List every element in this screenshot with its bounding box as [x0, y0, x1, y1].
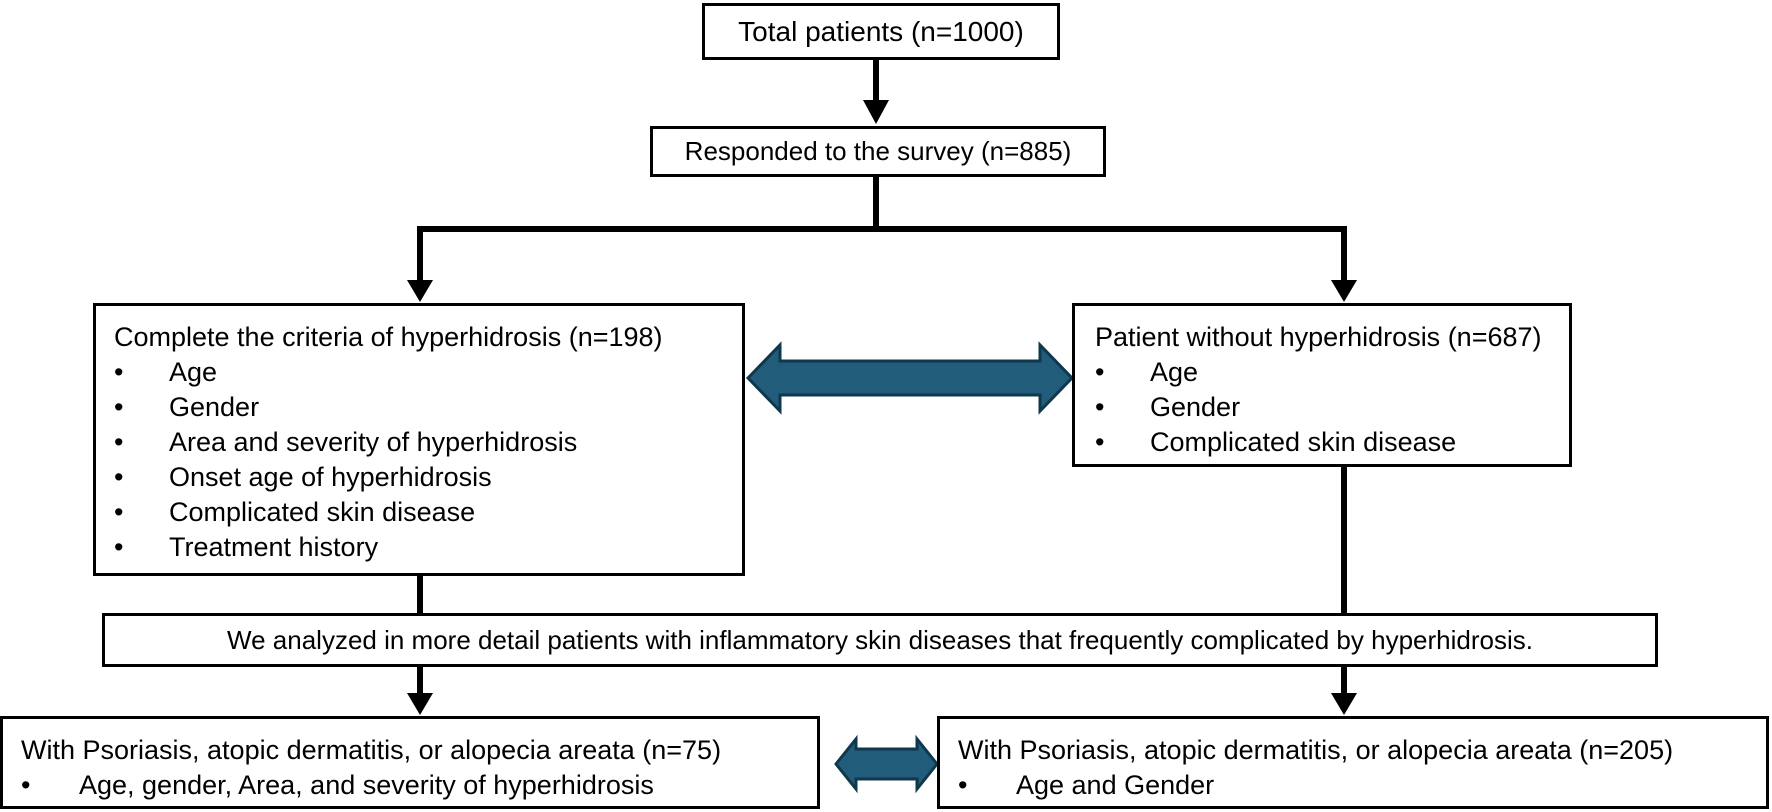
subgroup-no-hyperhidrosis-list: Age and Gender: [958, 768, 1766, 803]
subgroup-no-hyperhidrosis-box: With Psoriasis, atopic dermatitis, or al…: [937, 716, 1769, 809]
list-item: Age and Gender: [958, 768, 1766, 803]
arrowhead-hyper: [407, 280, 433, 302]
list-item: Age: [114, 355, 742, 390]
hyperhidrosis-variable-list: Age Gender Area and severity of hyperhid…: [114, 355, 742, 565]
list-item: Gender: [1095, 390, 1569, 425]
subgroup-hyperhidrosis-list: Age, gender, Area, and severity of hyper…: [21, 768, 817, 803]
list-item: Onset age of hyperhidrosis: [114, 460, 742, 495]
no-hyperhidrosis-variable-list: Age Gender Complicated skin disease: [1095, 355, 1569, 460]
responded-survey-label: Responded to the survey (n=885): [684, 136, 1072, 166]
list-item: Age: [1095, 355, 1569, 390]
total-patients-box: Total patients (n=1000): [702, 3, 1060, 60]
hyperhidrosis-title: Complete the criteria of hyperhidrosis (…: [114, 322, 663, 352]
detailed-analysis-box: We analyzed in more detail patients with…: [102, 613, 1658, 667]
list-item: Area and severity of hyperhidrosis: [114, 425, 742, 460]
arrowhead-nohyper: [1331, 280, 1357, 302]
list-item: Treatment history: [114, 530, 742, 565]
list-item: Gender: [114, 390, 742, 425]
list-item: Complicated skin disease: [114, 495, 742, 530]
subgroup-hyperhidrosis-box: With Psoriasis, atopic dermatitis, or al…: [0, 716, 820, 809]
subgroup-hyperhidrosis-title: With Psoriasis, atopic dermatitis, or al…: [21, 735, 722, 765]
arrowhead-sub-right: [1331, 693, 1357, 715]
no-hyperhidrosis-title: Patient without hyperhidrosis (n=687): [1095, 322, 1542, 352]
subgroup-no-hyperhidrosis-title: With Psoriasis, atopic dermatitis, or al…: [958, 735, 1674, 765]
detailed-analysis-label: We analyzed in more detail patients with…: [227, 624, 1533, 655]
list-item: Age, gender, Area, and severity of hyper…: [21, 768, 817, 803]
arrowhead-sub-left: [407, 693, 433, 715]
double-arrow-main: [745, 341, 1075, 415]
hyperhidrosis-criteria-box: Complete the criteria of hyperhidrosis (…: [93, 303, 745, 576]
arrowhead-responded: [863, 100, 889, 124]
split-connector-right: [876, 226, 1347, 283]
no-hyperhidrosis-box: Patient without hyperhidrosis (n=687) Ag…: [1072, 303, 1572, 467]
responded-survey-box: Responded to the survey (n=885): [650, 126, 1106, 177]
split-connector: [417, 177, 879, 283]
double-arrow-sub: [834, 734, 939, 794]
list-item: Complicated skin disease: [1095, 425, 1569, 460]
total-patients-label: Total patients (n=1000): [738, 16, 1024, 47]
